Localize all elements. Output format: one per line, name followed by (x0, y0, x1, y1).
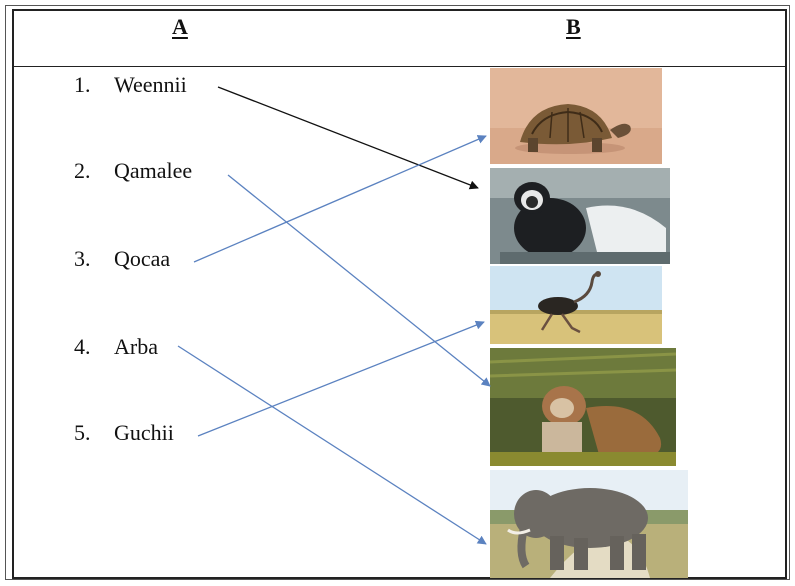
list-item-5: 5. Guchii (74, 420, 174, 446)
elephant-picture (490, 470, 688, 578)
item-number: 3. (74, 246, 91, 271)
item-label-guchii: Guchii (114, 420, 174, 445)
item-number: 5. (74, 420, 91, 445)
list-item-1: 1. Weennii (74, 72, 187, 98)
column-a-heading: A (172, 14, 188, 39)
item-label-qocaa: Qocaa (114, 246, 171, 271)
item-label-weennii: Weennii (114, 72, 187, 97)
item-number: 2. (74, 158, 91, 183)
item-label-arba: Arba (114, 334, 158, 359)
list-item-2: 2. Qamalee (74, 158, 192, 184)
column-b-heading: B (566, 14, 581, 39)
header-divider (12, 66, 787, 67)
table-border (12, 9, 787, 579)
tortoise-picture (490, 68, 662, 164)
ostrich-picture (490, 266, 662, 344)
brown-monkey-picture (490, 348, 676, 466)
list-item-4: 4. Arba (74, 334, 158, 360)
item-number: 1. (74, 72, 91, 97)
colobus-monkey-picture (490, 168, 670, 264)
outer-border (5, 5, 790, 580)
item-label-qamalee: Qamalee (114, 158, 193, 183)
item-number: 4. (74, 334, 91, 359)
list-item-3: 3. Qocaa (74, 246, 170, 272)
